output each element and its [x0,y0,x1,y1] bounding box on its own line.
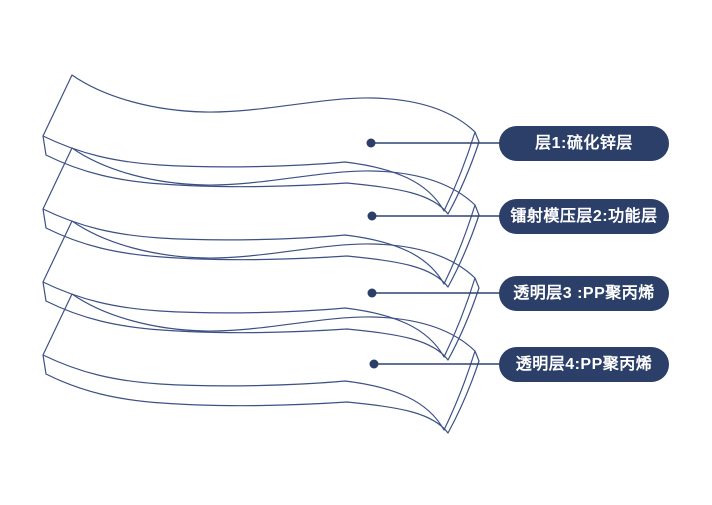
connector-dot [369,359,379,369]
layer-3-label: 透明层3 :PP聚丙烯 [499,276,669,311]
connector-dot [367,211,377,221]
connector-dots [366,138,379,369]
layer-2-label: 镭射模压层2:功能层 [499,199,669,234]
connector-lines [374,142,502,365]
connector-dot [367,288,377,298]
layer-1-label: 层1:硫化锌层 [499,126,669,161]
sheet-layer-3 [42,220,480,361]
sheet-layer-2 [42,147,480,288]
sheet-layer-1 [42,74,480,215]
connector-dot [366,138,376,148]
layer-4-label: 透明层4:PP聚丙烯 [499,347,669,382]
